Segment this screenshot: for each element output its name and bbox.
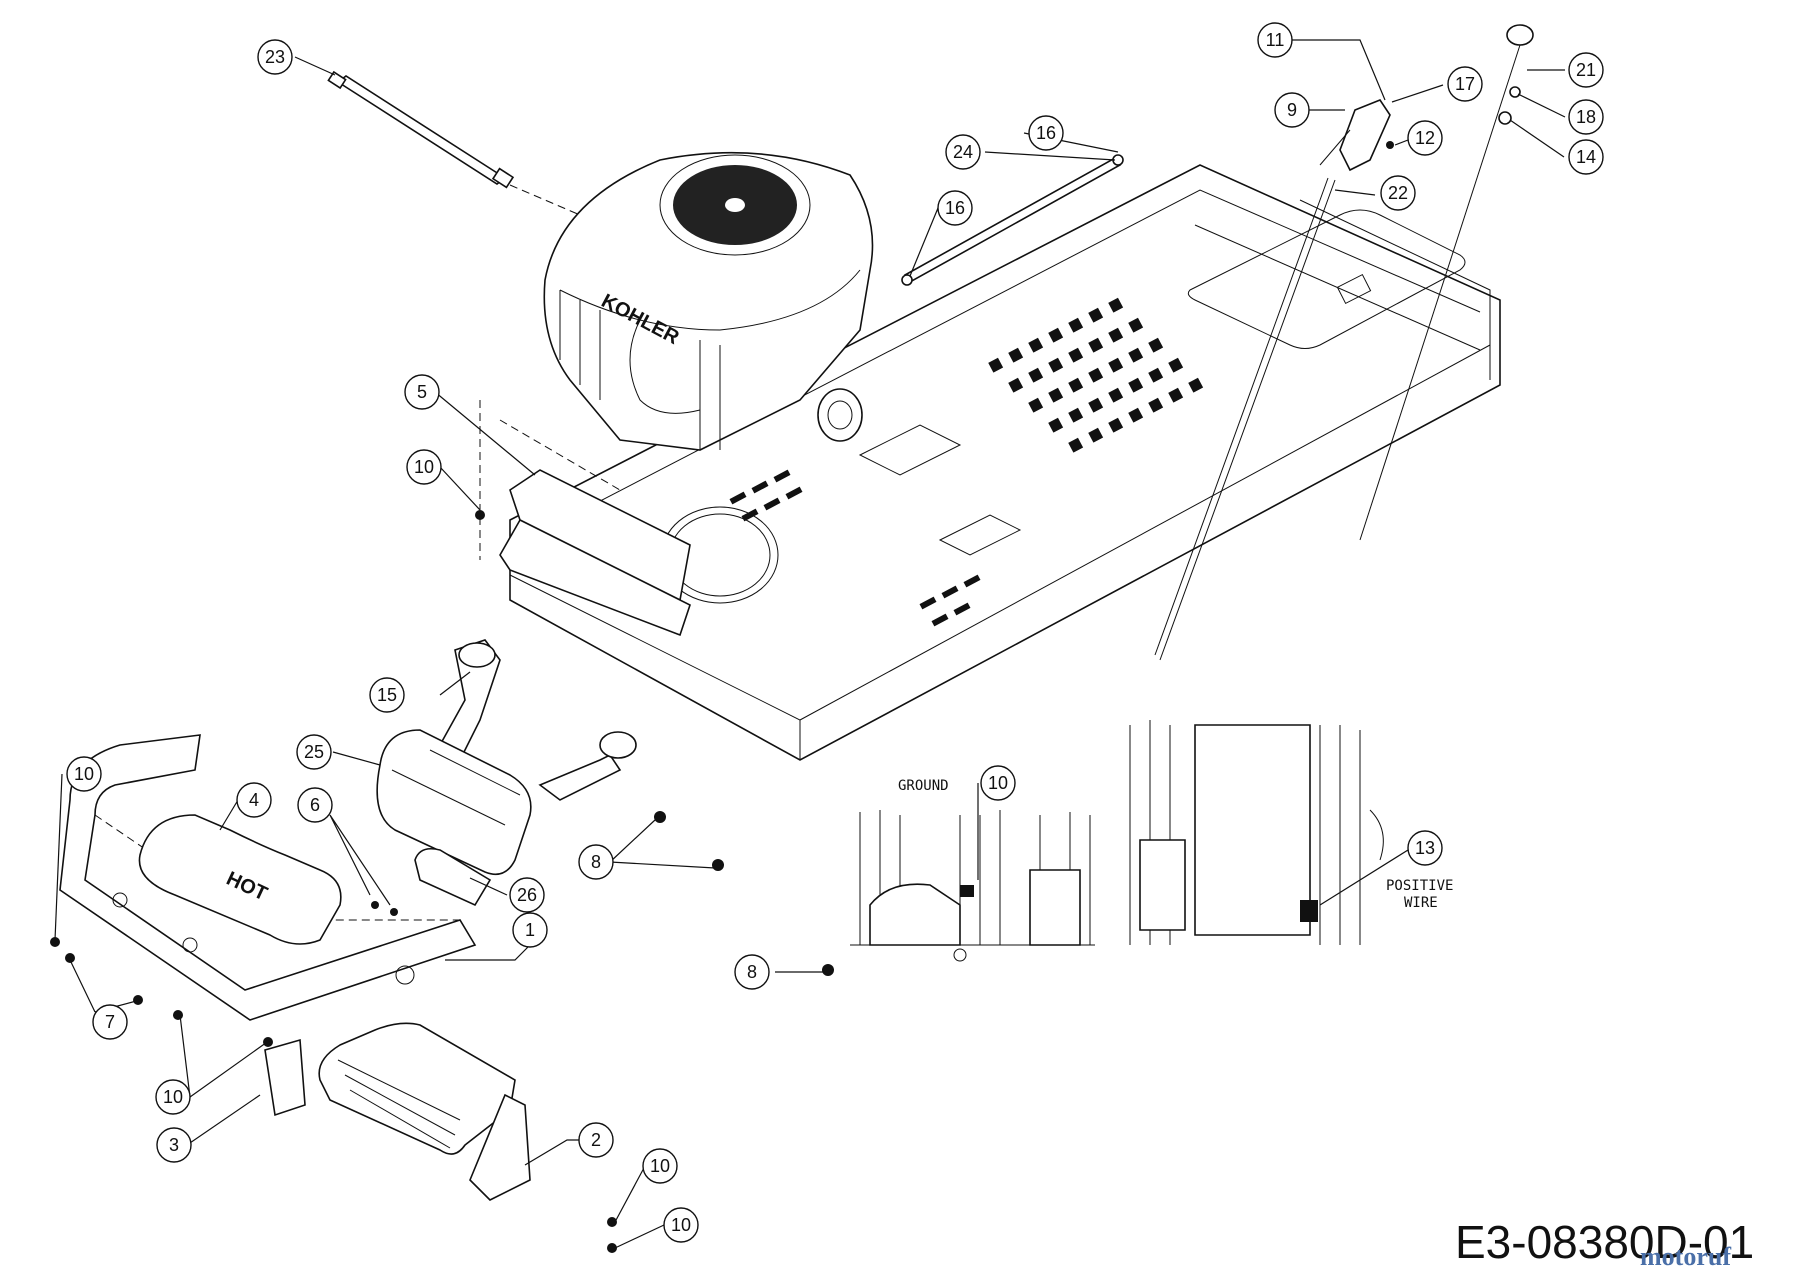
positive-wire-inset: POSITIVE WIRE: [1129, 720, 1453, 945]
svg-text:3: 3: [169, 1135, 179, 1155]
svg-text:23: 23: [265, 47, 285, 67]
exhaust-cover: [264, 1022, 531, 1201]
svg-text:17: 17: [1455, 74, 1475, 94]
callout-11: 11: [1257, 22, 1293, 58]
callout-5: 5: [404, 374, 440, 410]
svg-text:2: 2: [591, 1130, 601, 1150]
svg-text:14: 14: [1576, 147, 1596, 167]
svg-text:16: 16: [945, 198, 965, 218]
callout-14: 14: [1568, 139, 1604, 175]
callout-10-cover-lower: 10: [663, 1207, 699, 1243]
svg-text:13: 13: [1415, 838, 1435, 858]
svg-text:5: 5: [417, 382, 427, 402]
hot-decal: HOT: [138, 814, 342, 945]
drawing-code: E3-08380D-01: [1455, 1216, 1754, 1268]
callout-2: 2: [578, 1122, 614, 1158]
watermark: motoruf: [1640, 1242, 1731, 1271]
callout-10-ground: 10: [980, 765, 1016, 801]
svg-text:26: 26: [517, 885, 537, 905]
svg-text:15: 15: [377, 685, 397, 705]
exhaust-pipe: [438, 639, 637, 801]
fasteners: [50, 141, 1394, 1253]
svg-text:21: 21: [1576, 60, 1596, 80]
callout-9: 9: [1274, 92, 1310, 128]
heat-shield: [479, 400, 691, 637]
callout-25: 25: [296, 734, 332, 770]
svg-text:8: 8: [591, 852, 601, 872]
deflector: [414, 847, 492, 907]
callout-7: 7: [92, 1004, 128, 1040]
rod: [901, 154, 1124, 286]
callout-24: 24: [945, 134, 981, 170]
engine: KOHLER: [543, 151, 874, 451]
svg-text:6: 6: [310, 795, 320, 815]
svg-text:9: 9: [1287, 100, 1297, 120]
callout-8-lower: 8: [734, 954, 770, 990]
callout-22: 22: [1380, 175, 1416, 211]
svg-text:25: 25: [304, 742, 324, 762]
svg-text:10: 10: [671, 1215, 691, 1235]
dipstick: [1359, 24, 1534, 541]
svg-text:7: 7: [105, 1012, 115, 1032]
svg-text:18: 18: [1576, 107, 1596, 127]
callout-23: 23: [257, 39, 293, 75]
svg-text:1: 1: [525, 920, 535, 940]
svg-text:24: 24: [953, 142, 973, 162]
callout-10-bracket: 10: [155, 1079, 191, 1115]
callout-15: 15: [369, 677, 405, 713]
callout-16-lower: 16: [937, 190, 973, 226]
fuel-line: [327, 70, 581, 216]
callout-18: 18: [1568, 99, 1604, 135]
svg-text:8: 8: [747, 962, 757, 982]
callout-10-bumper: 10: [66, 756, 102, 792]
leader-lines: [54, 39, 1566, 1249]
callout-1: 1: [512, 912, 548, 948]
svg-text:4: 4: [249, 790, 259, 810]
ground-label: GROUND: [898, 778, 949, 794]
callout-3: 3: [156, 1127, 192, 1163]
callout-26: 26: [509, 877, 545, 913]
callout-12: 12: [1407, 120, 1443, 156]
svg-text:10: 10: [74, 764, 94, 784]
throttle-assembly: [1154, 99, 1391, 661]
svg-text:11: 11: [1266, 30, 1285, 50]
positive-label-line2: WIRE: [1404, 895, 1438, 911]
callout-10-engine: 10: [406, 449, 442, 485]
svg-text:10: 10: [163, 1087, 183, 1107]
muffler: [376, 729, 532, 876]
chassis-frame: [509, 164, 1501, 761]
ground-inset: GROUND: [850, 778, 1095, 962]
svg-text:16: 16: [1036, 123, 1056, 143]
callout-16-upper: 16: [1028, 115, 1064, 151]
svg-text:22: 22: [1388, 183, 1408, 203]
callout-10-cover-upper: 10: [642, 1148, 678, 1184]
callout-21: 21: [1568, 52, 1604, 88]
svg-text:10: 10: [414, 457, 434, 477]
svg-text:10: 10: [650, 1156, 670, 1176]
callout-13: 13: [1407, 830, 1443, 866]
callout-17: 17: [1447, 66, 1483, 102]
callout-8-upper: 8: [578, 844, 614, 880]
front-plate-slots: [729, 469, 981, 627]
callout-4: 4: [236, 782, 272, 818]
svg-text:12: 12: [1415, 128, 1435, 148]
positive-label-line1: POSITIVE: [1386, 878, 1453, 894]
svg-text:10: 10: [988, 773, 1008, 793]
callouts: 1 2 3 4 5 6 7 8 8 9 10 10 10 10 10 10 11…: [66, 22, 1604, 1243]
callout-6: 6: [297, 787, 333, 823]
seat-pan-holes: [988, 297, 1204, 453]
